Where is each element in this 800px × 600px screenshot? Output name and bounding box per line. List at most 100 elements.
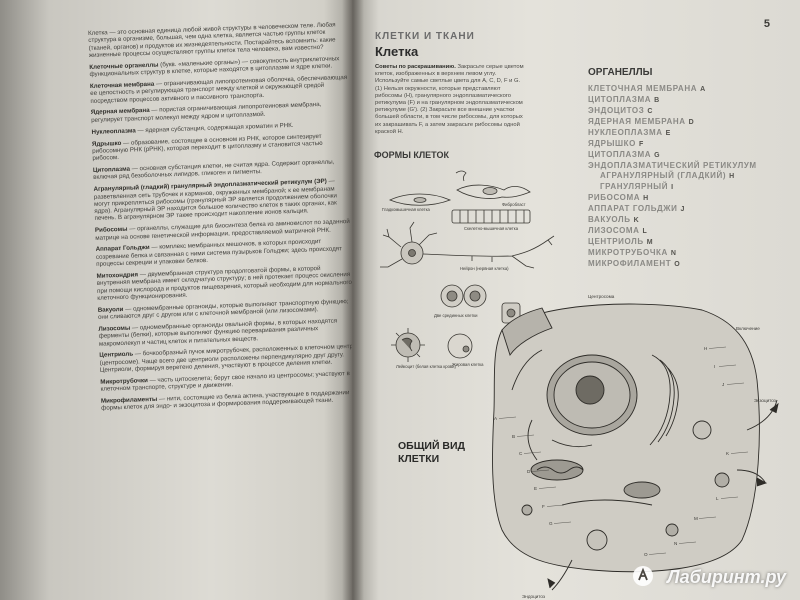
diagram-leader-line — [718, 364, 737, 367]
epithelial-drawing — [501, 302, 521, 324]
diagram-letter: L — [716, 496, 719, 501]
definition-paragraph: Клетка — это основная единица любой живо… — [88, 21, 347, 59]
organelle-name: ЦИТОПЛАЗМА — [588, 150, 652, 159]
diagram-leader-line — [538, 486, 557, 489]
leukocyte-drawing — [391, 328, 425, 362]
diagram-letter: J — [722, 382, 724, 387]
diagram-leader-line — [698, 516, 717, 519]
diagram-letter: O — [644, 552, 648, 557]
watermark-text: Лабиринт.ру — [667, 567, 786, 587]
fat-cells-drawing — [440, 284, 487, 308]
smooth-muscle-drawing — [389, 193, 452, 206]
diagram-leader-line — [708, 346, 727, 349]
diagram-letter: M — [694, 516, 698, 521]
skeletal-muscle-label: Скелетно-мышечная клетка — [464, 226, 519, 231]
diagram-letter: K — [726, 451, 730, 456]
diagram-leader-line — [648, 552, 667, 555]
diagram-letter: A — [494, 416, 498, 421]
right-page: 5 КЛЕТКИ И ТКАНИ Клетка Советы по раскра… — [352, 0, 800, 600]
cell-overview-drawing — [492, 303, 779, 591]
organelle-letter: A — [700, 86, 706, 93]
coloring-tips: Советы по раскрашиванию. Закрасьте серые… — [375, 64, 525, 136]
fibroblast-drawing — [455, 170, 531, 199]
overview-title: ОБЩИЙ ВИД КЛЕТКИ — [398, 440, 466, 465]
neuron-label: Нейрон (нервная клетка) — [460, 266, 509, 271]
organelle-letter: N — [670, 250, 677, 257]
organelle-name: ВАКУОЛЬ — [588, 215, 631, 224]
diagram-leader-line — [553, 521, 572, 524]
organelle-name: АППАРАТ ГОЛЬДЖИ — [588, 204, 678, 213]
tips-label: Советы по раскрашиванию. — [375, 64, 456, 70]
organelle-name: ЯДРЫШКО — [588, 139, 636, 148]
definition-paragraph: Центриоль — бочкообразный пучок микротру… — [99, 343, 352, 374]
organelle-name: НУКЛЕОПЛАЗМА — [588, 128, 663, 137]
fat-cell-drawing — [447, 333, 473, 359]
organelle-name: МИКРОТРУБОЧКА — [588, 248, 668, 257]
diagram-leader-line — [678, 541, 697, 544]
organelle-letter: L — [642, 228, 648, 235]
left-page-text: Клетка — это основная единица любой живо… — [88, 21, 352, 417]
page-number: 5 — [763, 18, 770, 30]
diagram-letter: H — [704, 346, 707, 351]
definition-paragraph: Митохондрия — двумембранная структура пр… — [96, 264, 352, 302]
organelle-letter: E — [665, 130, 671, 137]
organelle-name: ЦЕНТРИОЛЬ — [588, 237, 644, 246]
organelle-name: МИКРОФИЛАМЕНТ — [588, 259, 672, 268]
definition-text: Клетка — это основная единица любой живо… — [88, 21, 336, 59]
endocytosis-label: Эндоцитоз — [522, 594, 545, 599]
fat-cell-label: Жировая клетка — [452, 362, 484, 367]
organelle-letter: H — [729, 173, 735, 180]
organelle-letter: O — [674, 261, 681, 268]
organelle-name: КЛЕТОЧНАЯ МЕМБРАНА — [588, 84, 698, 93]
diagram-letter: F — [542, 504, 545, 509]
watermark-logo-icon — [633, 566, 653, 586]
definition-paragraph: Ядрышко — образование, состоящее в основ… — [92, 131, 351, 162]
definition-paragraph: Аппарат Гольджи — комплекс мембранных ме… — [96, 237, 352, 268]
fibroblast-label: Фибробласт — [502, 202, 526, 207]
diagram-letter: N — [674, 541, 677, 546]
diagram-leader-line — [498, 416, 517, 419]
organelle-letter: G — [654, 152, 661, 159]
definition-text: — одномембранные органоиды овальной форм… — [98, 317, 338, 348]
definition-paragraph: Микрофиламенты — нити, состоящие из белк… — [101, 389, 352, 413]
inclusion-label: Включение — [736, 326, 760, 331]
organelle-letter: I — [671, 184, 674, 191]
book-gutter — [342, 0, 364, 600]
organelle-name: ГРАНУЛЯРНЫЙ — [600, 182, 669, 191]
organelle-name: ЛИЗОСОМА — [588, 226, 640, 235]
definition-text: — образование, состоящее в основном из Р… — [92, 132, 323, 163]
organelle-name: ЯДЕРНАЯ МЕМБРАНА — [588, 117, 686, 126]
diagram-leader-line — [720, 496, 739, 499]
organelle-letter: D — [688, 119, 695, 126]
section-title: Клетка — [375, 44, 419, 59]
organelle-letter: M — [646, 239, 654, 246]
organelle-name: ЭНДОПЛАЗМАТИЧЕСКИЙ РЕТИКУЛУМ — [588, 161, 757, 170]
organelle-letter: K — [633, 217, 640, 224]
diagram-letter: E — [534, 486, 537, 491]
diagram-leader-line — [516, 434, 535, 437]
tips-text: Закрасьте серые цветом клеток, изображен… — [375, 64, 524, 135]
organelle-letter: F — [638, 141, 644, 148]
definition-paragraph: Клеточная мембрана — ограничивающая липо… — [90, 74, 349, 105]
diagram-letter: D — [527, 469, 531, 474]
skeletal-muscle-drawing — [451, 209, 531, 224]
organelle-name: АГРАНУЛЯРНЫЙ (ГЛАДКИЙ) — [600, 171, 727, 180]
diagram-leader-line — [531, 469, 550, 472]
organelles-heading: ОРГАНЕЛЛЫ — [588, 67, 653, 78]
organelle-letter: C — [647, 108, 653, 115]
definition-text: — ограничивающая липопротеиновая оболочк… — [90, 73, 348, 105]
cell-diagrams: Фибробласт Гладкомышечная клетка Скелетн… — [380, 170, 779, 599]
